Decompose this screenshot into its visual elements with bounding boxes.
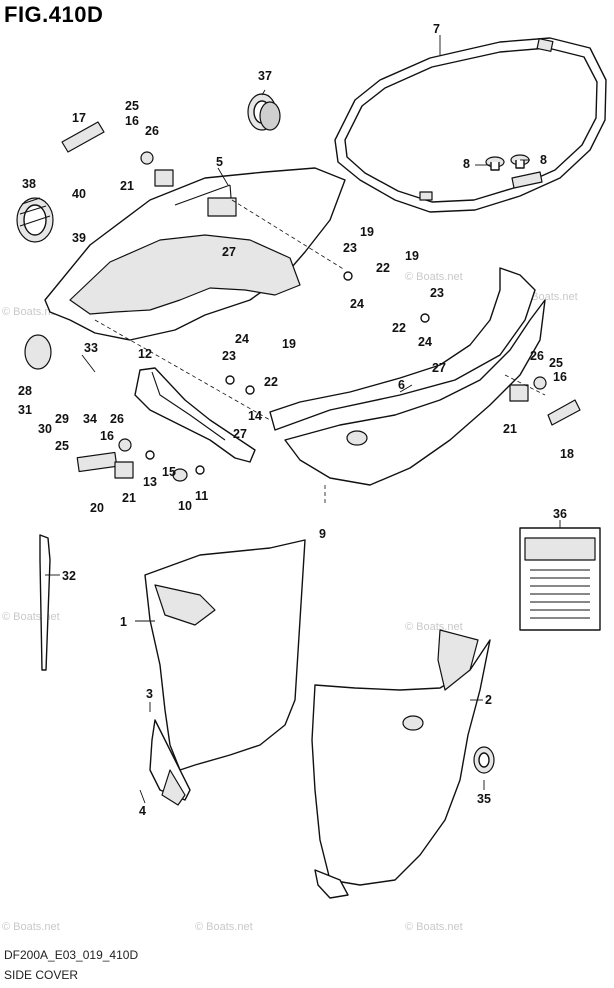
callout-30: 30 [38,422,52,436]
callout-28: 28 [18,384,32,398]
callout-23: 23 [222,349,236,363]
callout-19: 19 [360,225,374,239]
callout-19: 19 [282,337,296,351]
part-6-lower-cover [269,267,546,486]
callout-27: 27 [222,245,236,259]
part-1-side-cover-left [144,539,306,806]
callout-8: 8 [540,153,547,167]
callout-40: 40 [72,187,86,201]
callout-5: 5 [216,155,223,169]
callout-26: 26 [145,124,159,138]
watermark-text: © Boats.net [2,306,60,318]
callout-27: 27 [432,361,446,375]
watermark-text: © Boats.net [405,271,463,283]
callout-29: 29 [55,412,69,426]
figure-title: FIG.410D [4,2,104,27]
callout-1: 1 [120,615,127,629]
watermark-text: © Boats.net [520,291,578,303]
assembly-lines [94,199,546,505]
callout-33: 33 [84,341,98,355]
callout-3: 3 [146,687,153,701]
watermark-text: © Boats.net [405,921,463,933]
part-35-grommet [473,746,495,774]
callout-7: 7 [433,22,440,36]
callout-8: 8 [463,157,470,171]
callout-34: 34 [83,412,97,426]
leader-lines [45,35,561,804]
callout-16: 16 [553,370,567,384]
watermark-text: © Boats.net [195,921,253,933]
callout-35: 35 [477,792,491,806]
callout-17: 17 [72,111,86,125]
callout-36: 36 [553,507,567,521]
watermark-text: © Boats.net [405,621,463,633]
section-name: SIDE COVER [4,968,79,982]
callout-32: 32 [62,569,76,583]
callout-21: 21 [503,422,517,436]
part-37-grommet [247,93,281,131]
part-38-boot [16,197,54,243]
callout-25: 25 [55,439,69,453]
callout-6: 6 [398,378,405,392]
callout-11: 11 [195,489,208,503]
callout-26: 26 [110,412,124,426]
callout-2: 2 [485,693,492,707]
callout-12: 12 [138,347,152,361]
callout-27: 27 [233,427,247,441]
part-12-bracket [134,367,256,463]
callout-10: 10 [178,499,192,513]
callout-22: 22 [392,321,406,335]
callout-13: 13 [143,475,157,489]
callout-15: 15 [162,465,176,479]
callout-26: 26 [530,349,544,363]
watermark-text: © Boats.net [2,611,60,623]
callout-24: 24 [418,335,432,349]
callout-22: 22 [264,375,278,389]
watermark-group: © Boats.net © Boats.net © Boats.net © Bo… [2,271,578,933]
callout-21: 21 [122,491,136,505]
callout-25: 25 [549,356,563,370]
part-2-side-cover-right [311,629,491,899]
callout-24: 24 [235,332,249,346]
callout-16: 16 [125,114,139,128]
callout-23: 23 [430,286,444,300]
callout-21: 21 [120,179,134,193]
part-7-seal [334,37,607,213]
callout-16: 16 [100,429,114,443]
callout-4: 4 [139,804,146,818]
callout-14: 14 [248,409,262,423]
callout-22: 22 [376,261,390,275]
watermark-text: © Boats.net [2,921,60,933]
callout-20: 20 [90,501,104,515]
callout-numbers: 7 37 25 17 16 26 8 8 5 21 38 40 39 27 19… [18,22,574,818]
callout-31: 31 [18,403,32,417]
callout-39: 39 [72,231,86,245]
model-code: DF200A_E03_019_410D [4,948,139,962]
callout-23: 23 [343,241,357,255]
part-36-warning-label [519,527,601,631]
callout-37: 37 [258,69,272,83]
part-5-upper-side-cover [44,167,346,341]
callout-19: 19 [405,249,419,263]
callout-9: 9 [319,527,326,541]
callout-25: 25 [125,99,139,113]
callout-24: 24 [350,297,364,311]
part-32-cable-tie [39,534,51,671]
small-hardware [24,121,581,482]
callout-38: 38 [22,177,36,191]
callout-18: 18 [560,447,574,461]
